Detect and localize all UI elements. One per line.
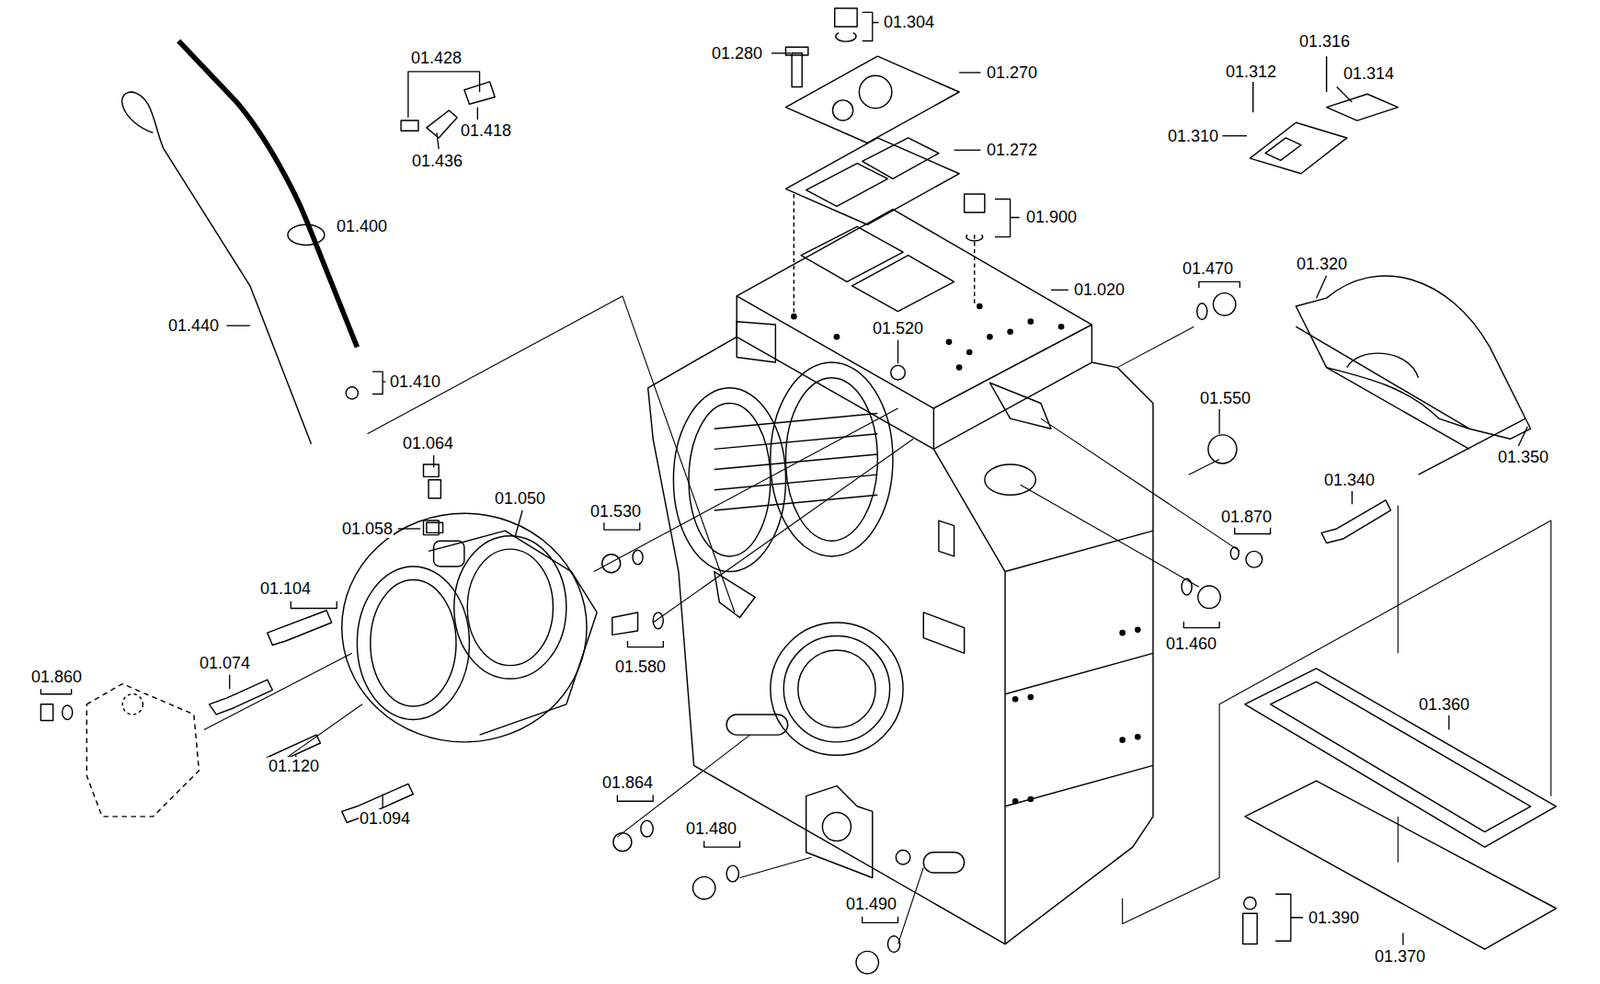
callout-number: 01.400 xyxy=(335,217,389,236)
callout-number: 01.094 xyxy=(358,809,412,828)
callout-number: 01.410 xyxy=(388,372,442,391)
callout-number: 01.470 xyxy=(1181,259,1235,278)
callout-number: 01.436 xyxy=(411,151,464,171)
callout-number: 01.280 xyxy=(710,44,764,63)
flange xyxy=(342,464,597,743)
callout-number: 01.418 xyxy=(459,121,513,140)
callout-number: 01.058 xyxy=(341,519,394,538)
housing xyxy=(648,209,1154,945)
callout-number: 01.490 xyxy=(845,894,898,914)
callout-number: 01.550 xyxy=(1199,388,1252,408)
callout-number: 01.480 xyxy=(685,819,738,838)
callout-number: 01.428 xyxy=(410,48,463,68)
callout-number: 01.340 xyxy=(1323,470,1376,490)
leader-lines xyxy=(40,11,1528,945)
callout-number: 01.864 xyxy=(601,773,654,792)
callout-number: 01.312 xyxy=(1224,62,1278,81)
callout-number: 01.104 xyxy=(259,579,312,598)
callout-number: 01.520 xyxy=(871,319,925,338)
callout-number: 01.870 xyxy=(1220,507,1273,526)
plugs xyxy=(345,293,1263,974)
callout-number: 01.120 xyxy=(267,756,320,776)
callout-number: 01.460 xyxy=(1165,634,1218,653)
callout-number: 01.050 xyxy=(493,489,547,508)
callout-number: 01.064 xyxy=(401,434,455,453)
callout-number: 01.360 xyxy=(1417,695,1471,714)
callout-number: 01.530 xyxy=(589,502,642,521)
callout-number: 01.900 xyxy=(1025,207,1078,227)
callout-number: 01.314 xyxy=(1342,64,1395,83)
callout-number: 01.074 xyxy=(198,653,252,673)
callout-number: 01.440 xyxy=(167,316,220,335)
callout-number: 01.390 xyxy=(1307,908,1360,927)
callout-number: 01.860 xyxy=(30,667,83,686)
callout-number: 01.370 xyxy=(1373,947,1427,966)
callout-number: 01.272 xyxy=(985,140,1039,160)
callout-number: 01.350 xyxy=(1497,447,1550,467)
callout-number: 01.304 xyxy=(882,12,936,32)
callout-number: 01.320 xyxy=(1295,254,1349,274)
callout-number: 01.270 xyxy=(985,63,1039,82)
callout-number: 01.310 xyxy=(1166,126,1220,146)
callout-number: 01.580 xyxy=(614,657,667,676)
callout-number: 01.020 xyxy=(1073,280,1126,299)
callout-number: 01.316 xyxy=(1298,32,1351,51)
